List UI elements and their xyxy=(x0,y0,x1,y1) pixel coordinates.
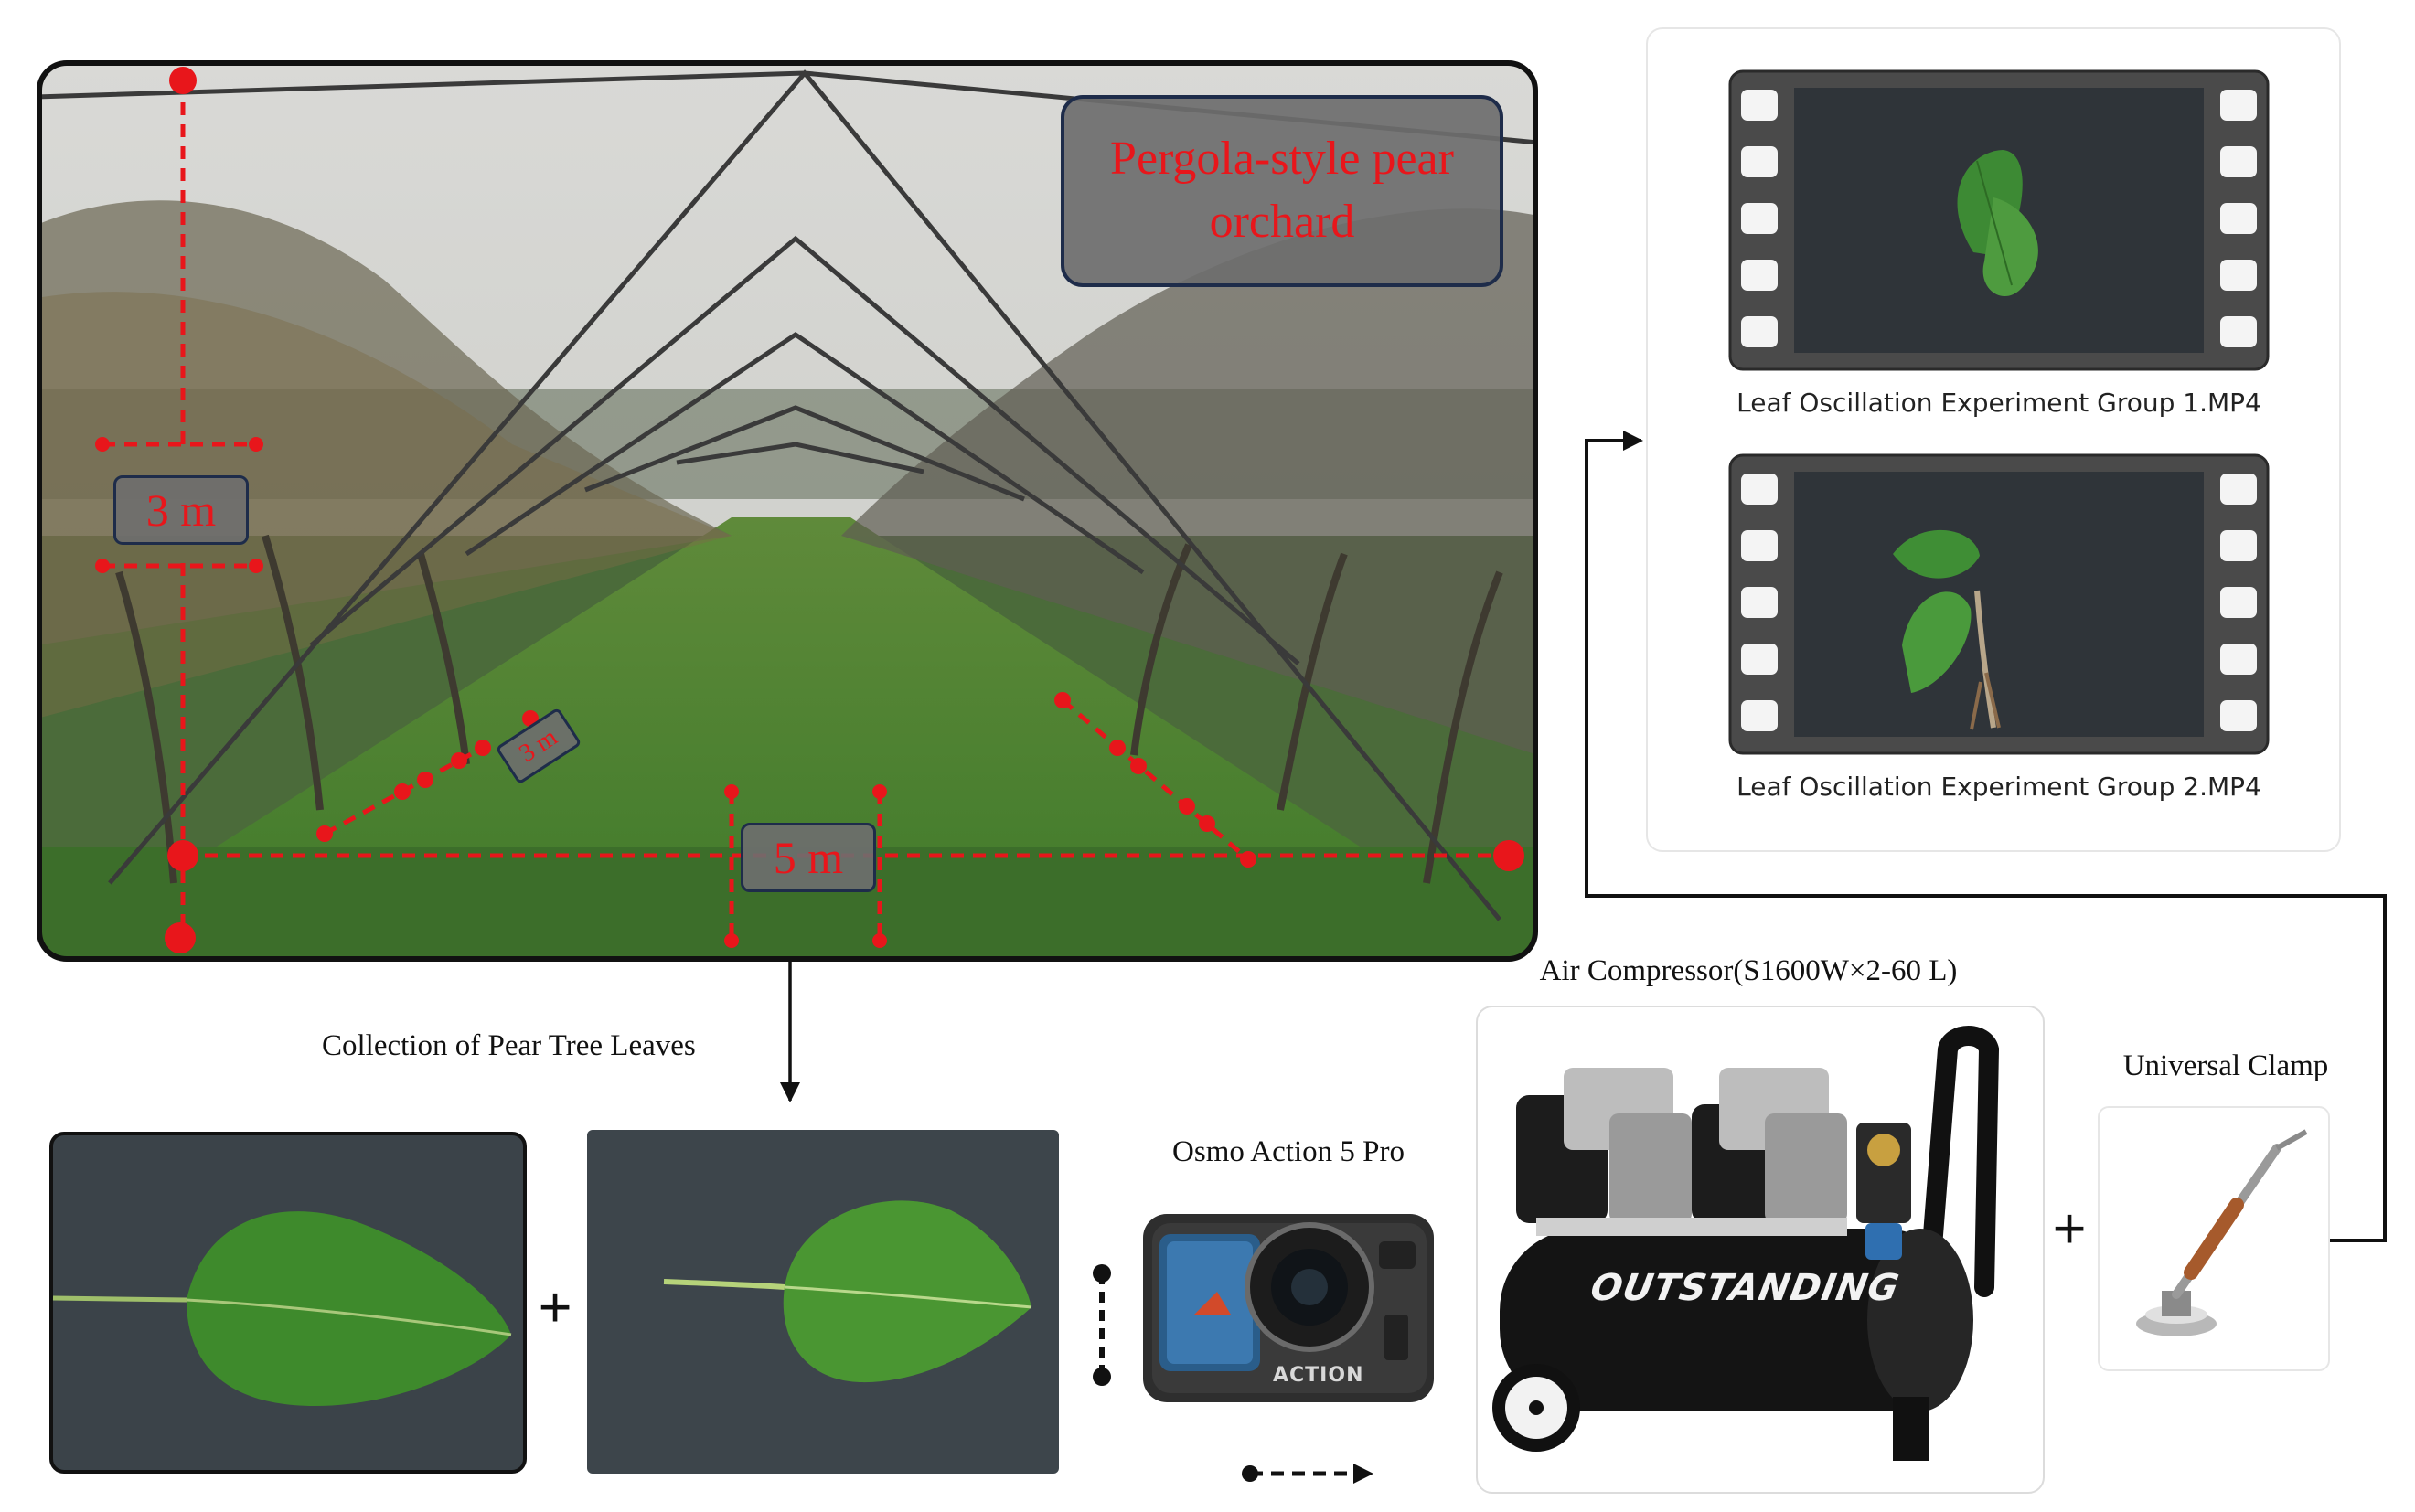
camera-label: Osmo Action 5 Pro xyxy=(1172,1135,1405,1168)
universal-clamp xyxy=(2103,1112,2324,1366)
video-clip-1[interactable] xyxy=(1728,69,2270,371)
action-camera: ACTION xyxy=(1139,1205,1439,1408)
video-label-1: Leaf Oscillation Experiment Group 1.MP4 xyxy=(1736,388,2261,418)
air-compressor: OUTSTANDING xyxy=(1491,1013,2030,1490)
collection-label: Collection of Pear Tree Leaves xyxy=(322,1029,696,1062)
video-label-2: Leaf Oscillation Experiment Group 2.MP4 xyxy=(1736,772,2261,802)
video-clip-2[interactable] xyxy=(1728,453,2270,755)
orchard-title: Pergola-style pear orchard xyxy=(1110,133,1454,248)
width-label-box: 5 m xyxy=(741,823,876,892)
width-label: 5 m xyxy=(773,832,844,883)
leaf-photo-2 xyxy=(585,1128,1061,1475)
plus-sign-1: + xyxy=(538,1274,572,1341)
compressor-label: Air Compressor(S1600W×2-60 L) xyxy=(1539,954,1958,987)
compressor-brand: OUTSTANDING xyxy=(1587,1267,1903,1309)
camera-brand: ACTION xyxy=(1273,1364,1364,1387)
plus-sign-2: + xyxy=(2052,1196,2087,1262)
orchard-title-box: Pergola-style pear orchard xyxy=(1061,95,1503,287)
leaf-photo-1 xyxy=(49,1132,527,1474)
height-label-box: 3 m xyxy=(113,475,249,545)
height-label: 3 m xyxy=(145,484,217,536)
clamp-label: Universal Clamp xyxy=(2122,1049,2329,1082)
